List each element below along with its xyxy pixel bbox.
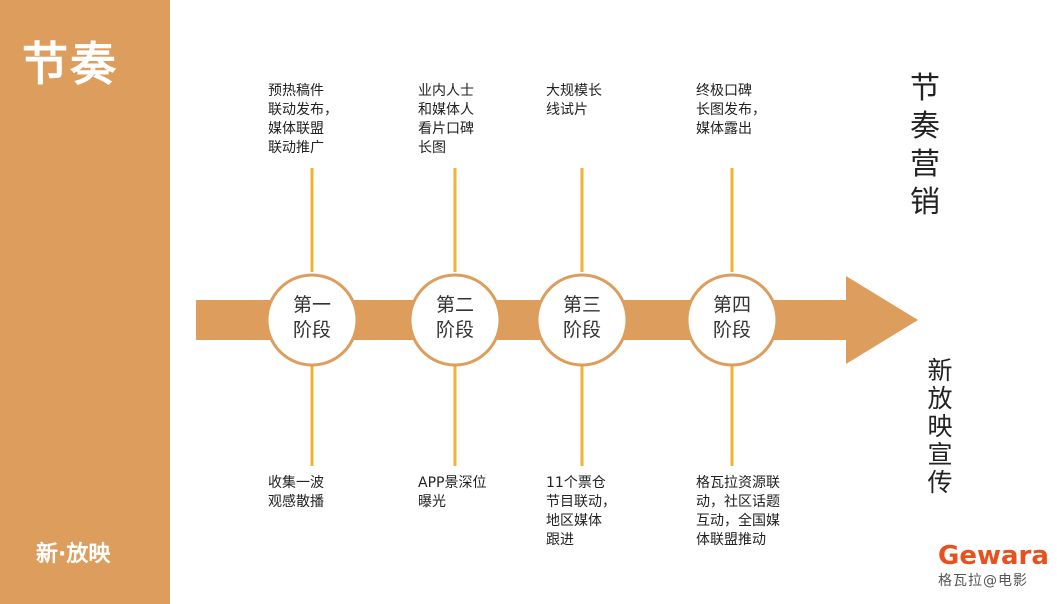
- rhythm-marketing-vertical: 节奏营销: [910, 71, 940, 220]
- stage-4-top-text: 终极口碑 长图发布， 媒体露出: [696, 83, 766, 137]
- gewara-logo-word: Gewara: [938, 541, 1049, 571]
- stage-circle-2: [408, 273, 502, 367]
- timeline-arrow-head: [846, 276, 918, 364]
- stage-4-label-line2: 阶段: [713, 319, 751, 341]
- stage-3-bottom-text: 11个票仓 节目联动， 地区媒体 跟进: [546, 475, 616, 548]
- stage-2-bottom-text: APP景深位 曝光: [418, 475, 487, 510]
- stage-circle-4: [685, 273, 779, 367]
- sidebar-brand: 新·放映: [36, 542, 111, 567]
- stage-3-label-line2: 阶段: [563, 319, 601, 341]
- stage-1-bottom-text: 收集一波 观感散播: [268, 475, 324, 510]
- sidebar-title: 节奏: [22, 37, 118, 91]
- new-screening-promo-vertical: 新放映宣传: [927, 356, 953, 497]
- stage-4-label-line1: 第四: [713, 294, 751, 316]
- gewara-logo-subtitle: 格瓦拉@电影: [938, 573, 1028, 589]
- stage-3-label-line1: 第三: [563, 294, 601, 316]
- stage-1-label-line1: 第一: [293, 294, 331, 316]
- stage-circle-1: [265, 273, 359, 367]
- stage-2-top-text: 业内人士 和媒体人 看片口碑 长图: [418, 83, 474, 156]
- stage-4-bottom-text: 格瓦拉资源联 动，社区话题 互动，全国媒 体联盟推动: [696, 475, 780, 548]
- stage-circle-3: [535, 273, 629, 367]
- sidebar-panel: 节奏 新·放映: [0, 0, 170, 604]
- gewara-logo: Gewara 格瓦拉@电影: [938, 541, 1049, 590]
- stage-3-top-text: 大规模长 线试片: [546, 83, 602, 118]
- stage-2-label-line1: 第二: [436, 294, 474, 316]
- stage-1-label-line2: 阶段: [293, 319, 331, 341]
- stage-1-top-text: 预热稿件 联动发布， 媒体联盟 联动推广: [268, 83, 338, 156]
- stage-2-label-line2: 阶段: [436, 319, 474, 341]
